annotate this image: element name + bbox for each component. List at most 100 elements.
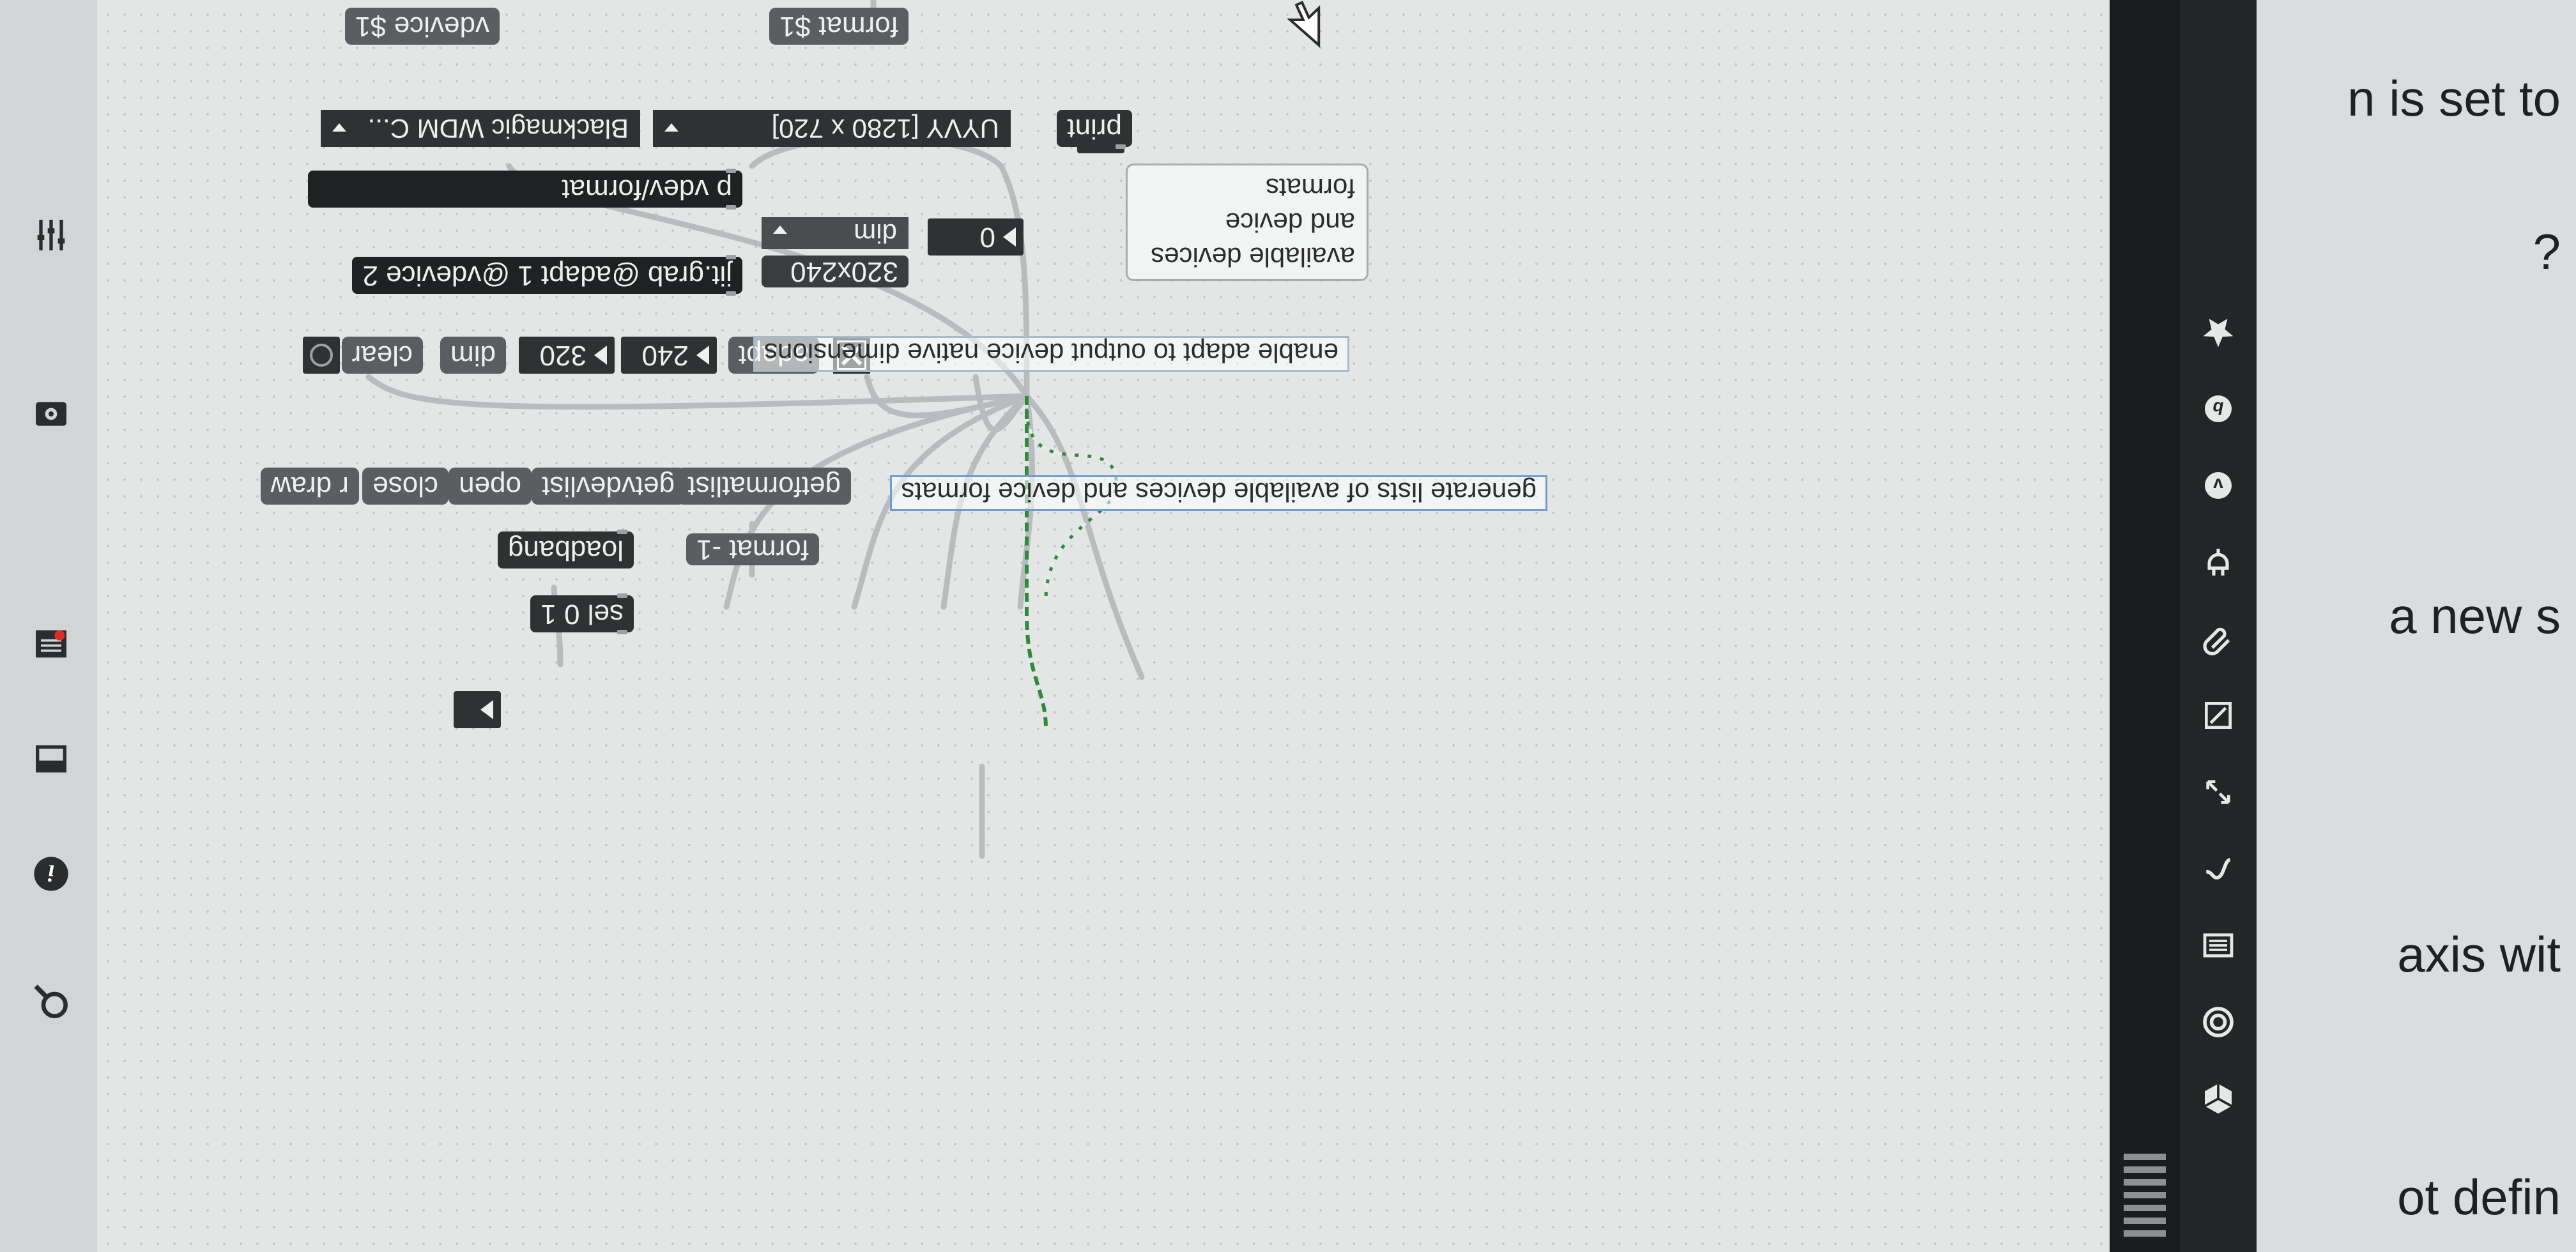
- outlet: [726, 169, 736, 173]
- star-icon[interactable]: [2189, 294, 2248, 370]
- paperclip-icon[interactable]: [2189, 600, 2248, 677]
- presentation-icon[interactable]: [2189, 754, 2248, 830]
- available-line-1: available devices: [1151, 242, 1355, 272]
- format-menu-label: UYVY [1280 x 720]: [771, 114, 999, 144]
- getvdevlist-message[interactable]: getvdevlist: [532, 468, 685, 505]
- sel-label: sel 0 1: [540, 599, 624, 630]
- dim-menu[interactable]: dim: [762, 217, 908, 249]
- number-box-top[interactable]: [454, 691, 501, 728]
- target-icon[interactable]: [2189, 984, 2248, 1060]
- dim-message-label: dim: [450, 340, 496, 371]
- doc-fragment-1: ot defin: [2397, 1169, 2561, 1225]
- dim-message[interactable]: dim: [440, 337, 506, 374]
- generate-lists-comment[interactable]: generate lists of available devices and …: [890, 475, 1547, 511]
- getvdevlist-label: getvdevlist: [542, 471, 675, 502]
- b-badge-icon[interactable]: b: [2189, 370, 2248, 447]
- svg-text:i: i: [47, 860, 54, 886]
- monitor-icon[interactable]: [31, 393, 72, 434]
- outlet: [726, 255, 736, 259]
- inlet: [617, 630, 627, 634]
- available-line-2: and device formats: [1225, 173, 1355, 238]
- search-icon[interactable]: [31, 981, 72, 1022]
- bang-button[interactable]: [303, 337, 340, 374]
- plug-icon[interactable]: [2189, 524, 2248, 600]
- format-dollar-message[interactable]: format $1: [769, 8, 908, 45]
- inlet: [726, 291, 736, 296]
- doc-fragment-2: axis wit: [2397, 926, 2561, 982]
- format-dollar-label: format $1: [779, 11, 898, 42]
- patcher-canvas[interactable]: 1 sel 0 1 loadbang format -1 r draw clos…: [0, 0, 2110, 1252]
- doc-fragment-5: n is set to: [2347, 70, 2561, 126]
- jit-grab-object[interactable]: jit.grab @adapt 1 @vdevice 2: [352, 255, 742, 296]
- device-menu-label: Blackmagic WDM C...: [367, 114, 629, 144]
- left-toolbar: v b: [2180, 0, 2257, 1252]
- meter-tick: [2124, 1179, 2166, 1186]
- dim-width-number[interactable]: 320: [519, 337, 615, 374]
- generate-lists-text: generate lists of available devices and …: [901, 477, 1537, 507]
- v-badge-icon[interactable]: v: [2189, 447, 2248, 524]
- outlet: [617, 530, 627, 534]
- zero-number[interactable]: 0: [928, 218, 1023, 256]
- sliders-icon[interactable]: [31, 215, 72, 256]
- triangle-icon: [696, 346, 709, 365]
- document-panel: ot defin axis wit a new s ? n is set to: [2257, 0, 2576, 1252]
- loadbang-object[interactable]: loadbang: [497, 530, 634, 569]
- mouse-pointer-icon: [1287, 1, 1321, 48]
- outlet: [617, 593, 627, 598]
- doc-fragment-4: ?: [2533, 224, 2561, 280]
- adapt-comment-text: enable adapt to output device native dim…: [764, 338, 1338, 368]
- open-label: open: [459, 471, 521, 502]
- dim-height-number[interactable]: 240: [621, 337, 717, 374]
- meter-tick: [2124, 1166, 2166, 1173]
- print-object[interactable]: print: [1057, 110, 1132, 149]
- audio-icon[interactable]: [31, 623, 72, 664]
- cube-icon[interactable]: [2189, 1060, 2248, 1137]
- level-meter-strip: [2110, 0, 2180, 1252]
- clear-label: clear: [351, 340, 413, 371]
- inlet: [1116, 144, 1126, 149]
- getformatlist-message[interactable]: getformatlist: [677, 468, 851, 505]
- dim-height-value: 240: [641, 340, 689, 371]
- available-devices-comment: available devices and device formats: [1126, 164, 1368, 281]
- triangle-icon: [1003, 227, 1016, 247]
- meter-tick: [2124, 1192, 2166, 1198]
- console-icon[interactable]: [31, 738, 72, 779]
- zero-value: 0: [979, 222, 995, 253]
- format-message[interactable]: format -1: [686, 533, 819, 565]
- clear-message[interactable]: clear: [341, 337, 423, 374]
- format-label: format -1: [696, 534, 809, 565]
- svg-text:b: b: [2212, 399, 2223, 418]
- open-message[interactable]: open: [448, 468, 532, 505]
- meter-tick: [2124, 1230, 2166, 1237]
- meter-tick: [2124, 1205, 2166, 1211]
- device-menu[interactable]: Blackmagic WDM C...: [321, 110, 640, 147]
- frame-icon[interactable]: [2189, 677, 2248, 754]
- draw-label: r draw: [270, 471, 349, 502]
- vdevice-label: vdevice $1: [355, 11, 489, 42]
- chevron-down-icon: [773, 225, 787, 234]
- print-label: print: [1067, 113, 1122, 144]
- vdevice-message[interactable]: vdevice $1: [344, 8, 500, 45]
- inspector-strip: i: [0, 0, 97, 1252]
- keyboard-icon[interactable]: [2189, 907, 2248, 984]
- meter-tick: [2124, 1218, 2166, 1224]
- draw-message[interactable]: r draw: [260, 468, 359, 505]
- jit-grab-label: jit.grab @adapt 1 @vdevice 2: [362, 260, 732, 291]
- sel-object[interactable]: sel 0 1: [530, 593, 634, 634]
- curve-icon[interactable]: [2189, 830, 2248, 907]
- close-label: close: [372, 471, 438, 502]
- triangle-icon: [480, 700, 493, 719]
- info-icon[interactable]: i: [31, 853, 72, 894]
- close-message[interactable]: close: [362, 468, 448, 505]
- svg-text:v: v: [2213, 475, 2223, 495]
- adapt-comment[interactable]: enable adapt to output device native dim…: [753, 336, 1349, 372]
- getformatlist-label: getformatlist: [687, 471, 841, 502]
- p-vdev-format-object[interactable]: p vdev/format: [308, 169, 742, 210]
- dim-display: 320x240: [762, 256, 908, 287]
- dim-menu-label: dim: [854, 218, 897, 248]
- dim-display-value: 320x240: [790, 256, 898, 287]
- chevron-down-icon: [332, 123, 346, 132]
- format-menu[interactable]: UYVY [1280 x 720]: [653, 110, 1011, 147]
- inlet: [726, 205, 736, 210]
- chevron-down-icon: [664, 123, 678, 132]
